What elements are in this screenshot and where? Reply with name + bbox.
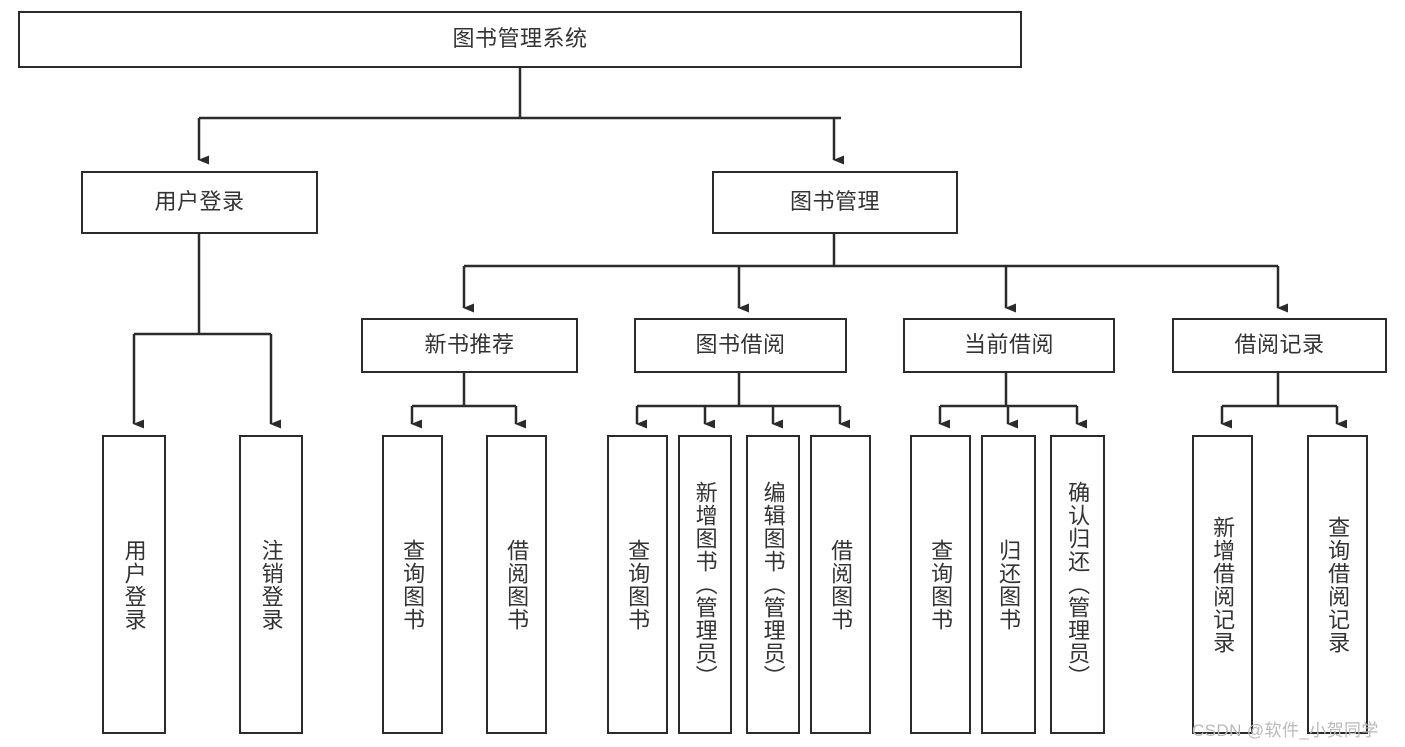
leaf-current-return-book[interactable]: 归还图书 <box>981 435 1036 734</box>
node-root[interactable]: 图书管理系统 <box>18 11 1022 68</box>
leaf-current-confirm-return[interactable]: 确认归还（管理员） <box>1050 435 1105 734</box>
leaf-label: 归还图书 <box>996 538 1022 631</box>
leaf-label: 查询借阅记录 <box>1325 515 1351 654</box>
leaf-label: 查询图书 <box>625 538 651 631</box>
node-book-management[interactable]: 图书管理 <box>712 171 958 234</box>
leaf-record-query[interactable]: 查询借阅记录 <box>1307 435 1368 734</box>
leaf-label: 借阅图书 <box>504 538 530 631</box>
leaf-borrow-borrow-book[interactable]: 借阅图书 <box>810 435 871 734</box>
leaf-label: 新增图书（管理员） <box>692 481 718 688</box>
leaf-current-query-book[interactable]: 查询图书 <box>910 435 971 734</box>
leaf-label: 确认归还（管理员） <box>1065 481 1091 688</box>
leaf-borrow-add-book[interactable]: 新增图书（管理员） <box>678 435 732 734</box>
leaf-new-book-borrow[interactable]: 借阅图书 <box>486 435 547 734</box>
node-book-borrow[interactable]: 图书借阅 <box>634 318 847 373</box>
node-user-login[interactable]: 用户登录 <box>81 171 318 234</box>
node-current-borrow-label: 当前借阅 <box>963 332 1054 358</box>
leaf-user-login-logout[interactable]: 注销登录 <box>239 435 303 734</box>
leaf-label: 新增借阅记录 <box>1210 515 1236 654</box>
leaf-label: 用户登录 <box>121 538 147 631</box>
node-borrow-record[interactable]: 借阅记录 <box>1172 318 1387 373</box>
node-borrow-record-label: 借阅记录 <box>1234 332 1325 358</box>
leaf-record-add[interactable]: 新增借阅记录 <box>1192 435 1253 734</box>
node-book-borrow-label: 图书借阅 <box>695 332 786 358</box>
leaf-label: 编辑图书（管理员） <box>760 481 786 688</box>
node-new-book-recommend[interactable]: 新书推荐 <box>361 318 578 373</box>
node-root-label: 图书管理系统 <box>452 26 588 52</box>
leaf-label: 查询图书 <box>400 538 426 631</box>
leaf-borrow-edit-book[interactable]: 编辑图书（管理员） <box>746 435 800 734</box>
node-current-borrow[interactable]: 当前借阅 <box>903 318 1115 373</box>
leaf-label: 查询图书 <box>928 538 954 631</box>
leaf-user-login-login[interactable]: 用户登录 <box>102 435 166 734</box>
csdn-watermark: CSDN @软件_小贺同学 <box>1192 721 1379 740</box>
leaf-label: 注销登录 <box>258 538 284 631</box>
node-book-management-label: 图书管理 <box>789 189 880 215</box>
leaf-new-book-query[interactable]: 查询图书 <box>382 435 443 734</box>
leaf-borrow-query-book[interactable]: 查询图书 <box>607 435 668 734</box>
node-user-login-label: 用户登录 <box>154 189 245 215</box>
leaf-label: 借阅图书 <box>828 538 854 631</box>
node-new-book-recommend-label: 新书推荐 <box>424 332 515 358</box>
